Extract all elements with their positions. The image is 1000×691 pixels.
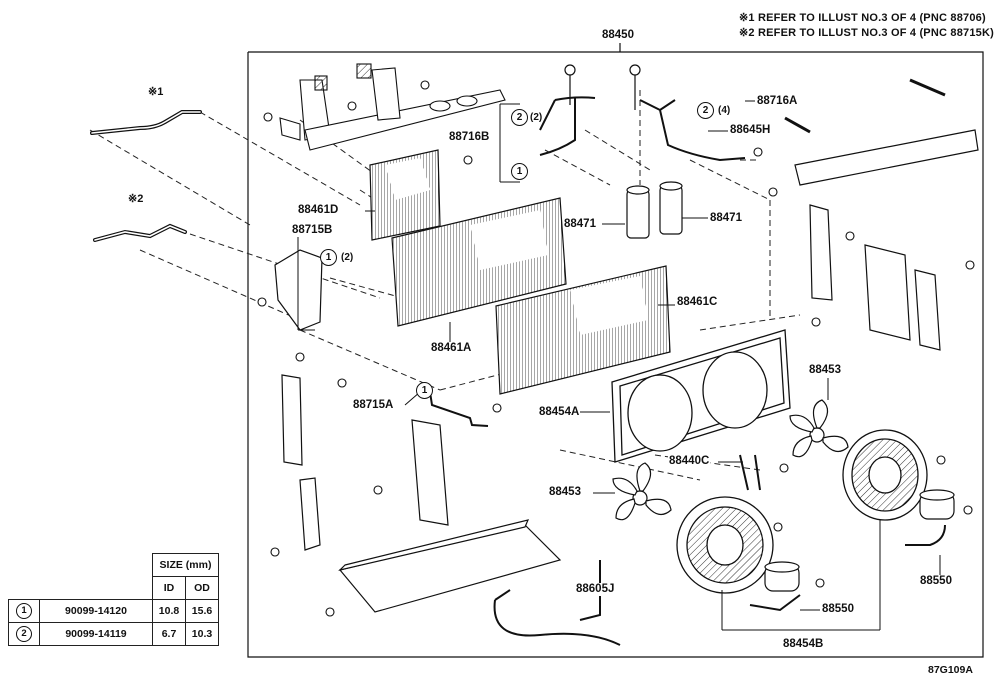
illustration-id: 87G109A (928, 664, 973, 676)
under-cover (338, 519, 562, 613)
callout-circle: 1 (320, 249, 337, 266)
assembly-label: 88450 (601, 29, 635, 42)
table-row: 2 90099-14119 6.7 10.3 (8, 622, 219, 646)
part-label-88471-right: 88471 (709, 212, 743, 225)
row-number-circle: 2 (16, 626, 32, 642)
callout-qty: (4) (718, 105, 731, 116)
part-label-88454a: 88454A (538, 406, 581, 419)
part-number-cell: 90099-14119 (39, 622, 153, 646)
bolts (257, 147, 975, 617)
part-label-88454b: 88454B (782, 638, 825, 651)
size-header: SIZE (mm) (152, 553, 219, 577)
id-cell: 6.7 (152, 622, 186, 646)
part-label-88461a: 88461A (430, 342, 473, 355)
od-cell: 15.6 (185, 599, 219, 623)
callout-circle: 1 (511, 163, 528, 180)
part-label-88471-left: 88471 (563, 218, 597, 231)
part-label-88461c: 88461C (676, 296, 719, 309)
part-label-88716a: 88716A (756, 95, 799, 108)
callout-qty: (2) (341, 252, 354, 263)
od-header: OD (185, 576, 219, 600)
condenser-88461d (369, 149, 441, 241)
part-label-88716b: 88716B (448, 131, 491, 144)
reference-note-2: ※2 REFER TO ILLUST NO.3 OF 4 (PNC 88715K… (739, 27, 994, 39)
fan-shroud-88454b-left (676, 496, 774, 594)
table-row: 1 90099-14120 10.8 15.6 (8, 599, 219, 623)
part-label-88550-right: 88550 (919, 575, 953, 588)
id-cell: 10.8 (152, 599, 186, 623)
receiver-drier (564, 64, 683, 239)
callout-leaders (297, 100, 941, 631)
part-label-88605j: 88605J (575, 583, 616, 596)
upper-brackets (263, 63, 506, 151)
assembly-frame (247, 43, 984, 658)
callout-qty: (2) (530, 112, 543, 123)
callout-circle: 1 (416, 382, 433, 399)
fan-shroud (611, 329, 791, 463)
part-label-88645h: 88645H (729, 124, 772, 137)
part-label-88453-right: 88453 (808, 364, 842, 377)
condenser-88461a (391, 197, 567, 327)
callout-circle: 2 (511, 109, 528, 126)
fan-blades (612, 399, 849, 521)
fan-shroud-88454b-right (842, 429, 928, 521)
part-label-88440c: 88440C (668, 455, 711, 468)
part-label-88453-left: 88453 (548, 486, 582, 499)
hose-clamp-size-table: SIZE (mm) ID OD 1 90099-14120 10.8 15.6 … (8, 553, 219, 646)
part-label-88715a: 88715A (352, 399, 395, 412)
callout-circle: 2 (697, 102, 714, 119)
ref-marker-1: ※1 (148, 86, 164, 98)
wire-harness (429, 96, 946, 646)
part-number-cell: 90099-14120 (39, 599, 153, 623)
fan-motor (764, 489, 955, 592)
part-label-88550-lower: 88550 (821, 603, 855, 616)
row-number-circle: 1 (16, 603, 32, 619)
right-side-brackets (784, 78, 979, 351)
reference-note-1: ※1 REFER TO ILLUST NO.3 OF 4 (PNC 88706) (739, 12, 986, 24)
part-label-88461d: 88461D (297, 204, 340, 217)
part-label-88715b: 88715B (291, 224, 334, 237)
od-cell: 10.3 (185, 622, 219, 646)
condenser-88461c (495, 265, 671, 395)
id-header: ID (152, 576, 186, 600)
ref-marker-2: ※2 (128, 193, 144, 205)
